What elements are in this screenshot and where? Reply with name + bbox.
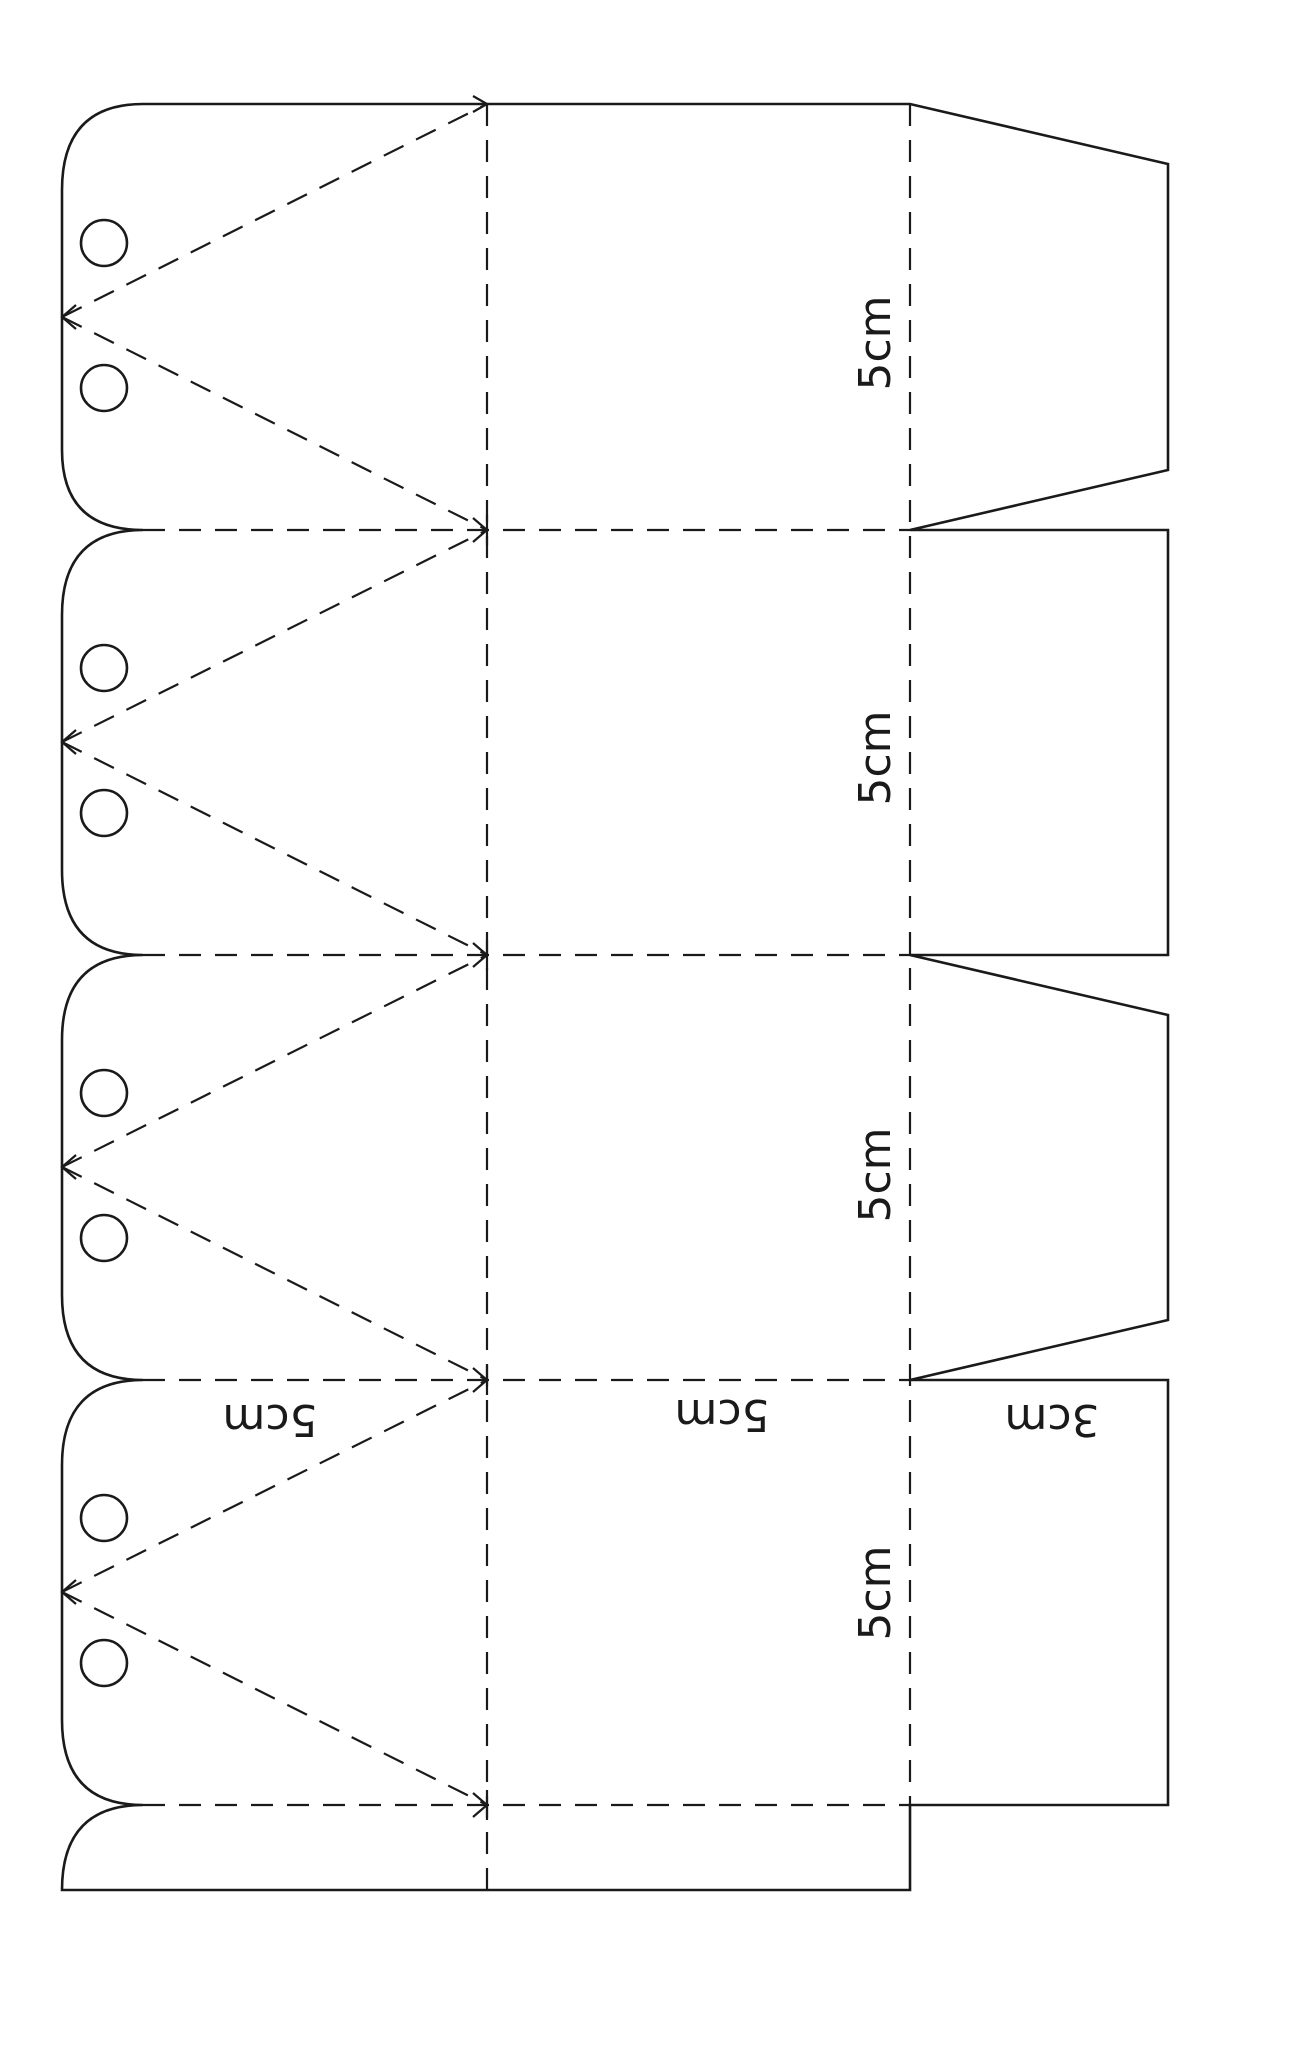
- diagonal-fold: [61, 316, 488, 531]
- width-label-flap: 3cm: [1004, 1394, 1099, 1445]
- tick-mark: [472, 95, 490, 113]
- diagonal-fold: [61, 954, 488, 1168]
- height-label-2: 5cm: [850, 710, 901, 805]
- width-label-top: 5cm: [222, 1394, 317, 1445]
- diagonal-fold: [61, 741, 488, 956]
- tick-marks: [60, 95, 490, 1820]
- height-label-1: 5cm: [850, 295, 901, 390]
- punch-hole: [79, 1068, 129, 1118]
- diagonal-folds-panel-1: [61, 103, 488, 531]
- height-label-4: 5cm: [850, 1545, 901, 1640]
- height-label-3: 5cm: [850, 1127, 901, 1222]
- diagonal-fold: [61, 103, 488, 318]
- width-label-middle: 5cm: [674, 1389, 769, 1440]
- punch-hole: [79, 1493, 129, 1543]
- outer-cut-outline: [60, 102, 1170, 1892]
- punch-hole: [79, 1213, 129, 1263]
- tick-mark: [60, 1154, 77, 1180]
- tick-mark: [60, 729, 77, 755]
- punch-hole: [79, 788, 129, 838]
- punch-hole: [79, 643, 129, 693]
- tick-mark: [60, 1579, 77, 1605]
- diagonal-folds-panel-4: [61, 1379, 488, 1806]
- tick-mark: [60, 304, 77, 330]
- diagonal-fold: [61, 1166, 488, 1381]
- punch-hole: [79, 363, 129, 413]
- diagonal-fold: [61, 1379, 488, 1593]
- punch-hole: [79, 1638, 129, 1688]
- diagonal-fold: [61, 1591, 488, 1806]
- diagonal-fold: [61, 529, 488, 743]
- diagonal-folds-panel-2: [61, 529, 488, 956]
- punch-holes: [79, 218, 129, 1688]
- punch-hole: [79, 218, 129, 268]
- diagonal-folds-panel-3: [61, 954, 488, 1381]
